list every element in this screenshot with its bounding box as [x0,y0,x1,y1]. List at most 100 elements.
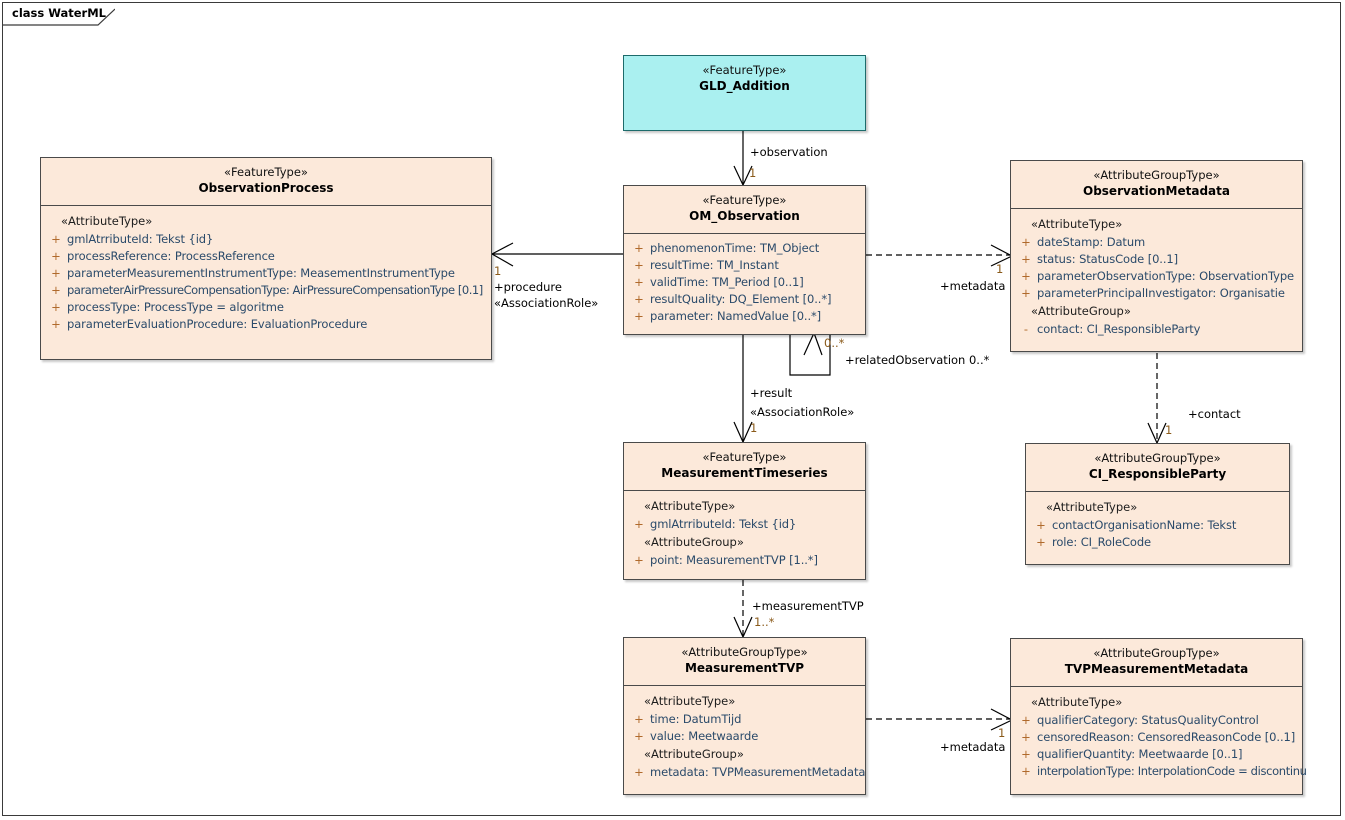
attribute-visibility: + [1021,286,1031,300]
connector-label-metadata-top-mult: 1 [996,262,1004,276]
attribute-text: contact: CI_ResponsibleParty [1037,322,1201,336]
attribute-text: gmlAtrributeId: Tekst {id} [67,232,214,246]
attribute-text: processType: ProcessType = algoritme [67,300,284,314]
class-measurement-timeseries-stereotype: «FeatureType» [702,450,787,464]
connector-label-related-observation-mult: 0..* [824,336,845,350]
attribute-row: +dateStamp: Datum [1015,234,1298,251]
class-measurement-timeseries-body: «AttributeType» +gmlAtrributeId: Tekst {… [624,491,865,576]
class-gld-addition[interactable]: «FeatureType» GLD_Addition [623,55,866,131]
attribute-text: parameterAirPressureCompensationType: Ai… [67,283,483,297]
class-observation-metadata-header: «AttributeGroupType» ObservationMetadata [1011,161,1302,209]
attribute-text: value: Meetwaarde [650,729,759,743]
attribute-text: metadata: TVPMeasurementMetadata [650,765,866,779]
class-measurement-tvp-stereotype: «AttributeGroupType» [681,645,808,659]
attribute-row: -contact: CI_ResponsibleParty [1015,321,1298,338]
class-om-observation-body: + phenomenonTime: TM_Object +resultTime: … [624,234,865,332]
group-label: «AttributeGroup» [644,535,744,549]
class-measurement-tvp-body: «AttributeType» + time: DatumTijd + value:… [624,686,865,788]
attribute-text: phenomenonTime: TM_Object [650,241,820,255]
attribute-text: role: CI_RoleCode [1052,535,1152,549]
class-measurement-tvp-header: «AttributeGroupType» MeasurementTVP [624,638,865,686]
attribute-visibility: + [1036,535,1046,549]
class-ci-responsible-party-header: «AttributeGroupType» CI_ResponsibleParty [1026,444,1289,492]
attribute-visibility: + [634,275,644,289]
attribute-visibility: + [51,317,61,331]
class-measurement-timeseries[interactable]: «FeatureType» MeasurementTimeseries «Att… [623,442,866,580]
class-om-observation-stereotype: «FeatureType» [702,193,787,207]
attribute-text: processReference: ProcessReference [67,249,275,263]
attribute-visibility: + [1021,252,1031,266]
attribute-visibility: + [634,241,644,255]
class-tvp-measurement-metadata-body: «AttributeType» +qualifierCategory: Stat… [1011,687,1307,787]
attribute-text: interpolationType: InterpolationCode = d… [1037,764,1307,778]
attribute-visibility: + [51,266,61,280]
attribute-row: +resultQuality: DQ_Element [0..*] [628,291,861,308]
diagram-frame-tab: class WaterML [2,2,115,26]
attribute-row: + value: Meetwaarde [628,728,861,745]
attribute-row: +parameterAirPressureCompensationType: A… [45,282,487,299]
connector-label-procedure-role: +procedure [494,280,562,294]
class-ci-responsible-party[interactable]: «AttributeGroupType» CI_ResponsibleParty… [1025,443,1290,565]
class-tvp-measurement-metadata-name: TVPMeasurementMetadata [1064,662,1249,676]
attribute-visibility: + [634,517,644,531]
connector-label-result-mult: 1 [750,421,758,435]
class-observation-metadata-body: «AttributeType» +dateStamp: Datum +statu… [1011,209,1302,345]
connector-label-metadata-bottom-mult: 1 [998,726,1006,740]
class-observation-process-body: «AttributeType» +gmlAtrributeId: Tekst {… [41,206,491,340]
connector-label-metadata-bottom-role: +metadata [940,740,1006,754]
attribute-text: contactOrganisationName: Tekst [1052,518,1237,532]
class-observation-metadata[interactable]: «AttributeGroupType» ObservationMetadata… [1010,160,1303,352]
attribute-visibility: + [1021,269,1031,283]
class-om-observation[interactable]: «FeatureType» OM_Observation + phenomenon… [623,185,866,335]
class-observation-process-header: «FeatureType» ObservationProcess [41,158,491,206]
attribute-text: time: DatumTijd [650,712,742,726]
attribute-row: +qualifierQuantity: Meetwaarde [0..1] [1015,746,1298,763]
attribute-visibility: + [634,712,644,726]
group-label: «AttributeGroup» [1031,304,1131,318]
class-om-observation-name: OM_Observation [689,209,800,223]
class-measurement-tvp[interactable]: «AttributeGroupType» MeasurementTVP «Att… [623,637,866,795]
attribute-text: qualifierQuantity: Meetwaarde [0..1] [1037,747,1243,761]
attribute-visibility: + [1021,713,1031,727]
class-om-observation-header: «FeatureType» OM_Observation [624,186,865,234]
attribute-visibility: + [634,553,644,567]
attribute-row: +parameter: NamedValue [0..*] [628,308,861,325]
group-label: «AttributeType» [644,694,736,708]
class-measurement-timeseries-header: «FeatureType» MeasurementTimeseries [624,443,865,491]
attribute-text: gmlAtrributeId: Tekst {id} [650,517,797,531]
attribute-visibility: + [1021,730,1031,744]
attribute-row: +resultTime: TM_Instant [628,257,861,274]
group-label: «AttributeType» [1046,500,1138,514]
attribute-visibility: + [51,300,61,314]
class-tvp-measurement-metadata[interactable]: «AttributeGroupType» TVPMeasurementMetad… [1010,638,1307,795]
connector-label-procedure-stereotype: «AssociationRole» [494,296,599,310]
attribute-visibility: + [634,765,644,779]
class-observation-metadata-name: ObservationMetadata [1083,184,1230,198]
connector-label-contact-mult: 1 [1165,423,1173,437]
attribute-row: +processReference: ProcessReference [45,248,487,265]
attribute-visibility: - [1023,322,1029,336]
attribute-visibility: + [634,258,644,272]
class-observation-metadata-stereotype: «AttributeGroupType» [1093,168,1220,182]
attribute-row: + validTime: TM_Period [0..1] [628,274,861,291]
attribute-visibility: + [634,292,644,306]
attribute-row: + time: DatumTijd [628,711,861,728]
attribute-visibility: + [634,309,644,323]
connector-label-result-stereotype: «AssociationRole» [750,405,855,419]
connector-label-observation-mult: 1 [749,166,757,180]
attribute-row: +contactOrganisationName: Tekst [1030,517,1285,534]
attribute-visibility: + [634,729,644,743]
attribute-text: parameterObservationType: ObservationTyp… [1037,269,1295,283]
attribute-row: +censoredReason: CensoredReasonCode [0..… [1015,729,1298,746]
connector-label-measurement-tvp-role: +measurementTVP [752,599,864,613]
attribute-row: + gmlAtrributeId: Tekst {id} [628,516,861,533]
class-observation-process-name: ObservationProcess [198,181,334,195]
connector-label-metadata-top-role: +metadata [940,279,1006,293]
group-label: «AttributeType» [1031,217,1123,231]
class-gld-addition-name: GLD_Addition [699,79,790,93]
class-ci-responsible-party-name: CI_ResponsibleParty [1088,467,1227,481]
attribute-text: validTime: TM_Period [0..1] [650,275,804,289]
class-observation-process[interactable]: «FeatureType» ObservationProcess «Attrib… [40,157,492,360]
class-tvp-measurement-metadata-header: «AttributeGroupType» TVPMeasurementMetad… [1011,639,1302,687]
